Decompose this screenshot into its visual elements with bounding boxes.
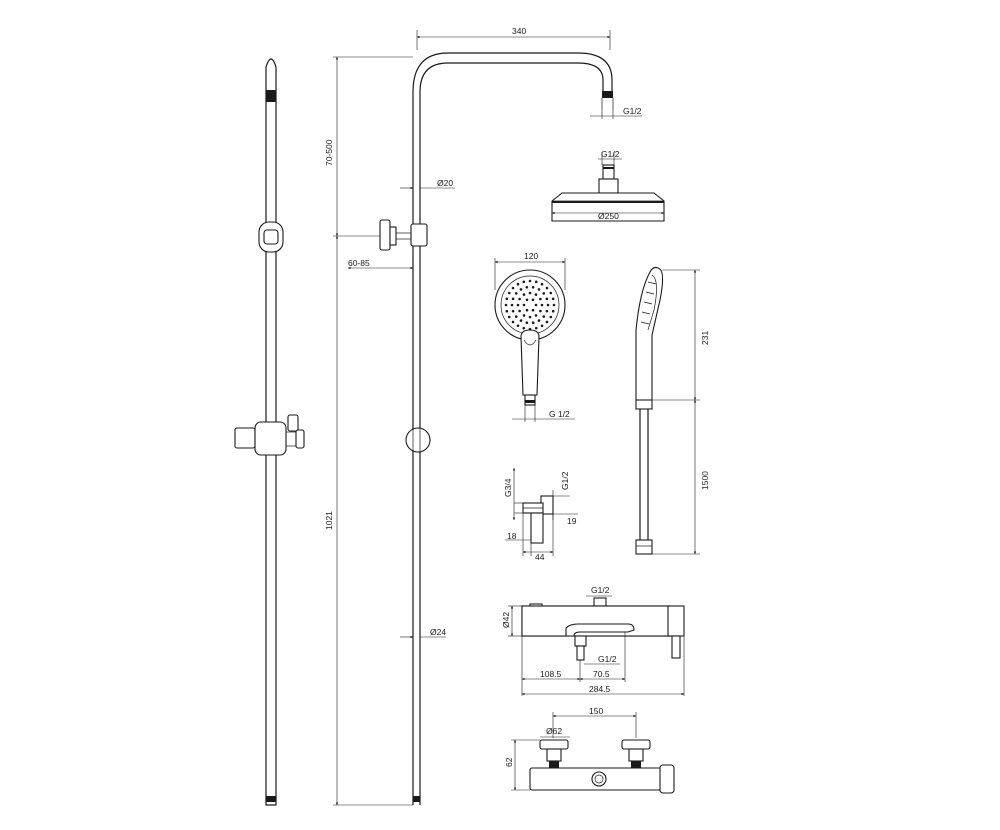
nozzle-dot — [549, 315, 553, 319]
shower-column-view: 340 70-500 1021 Ø20 60-85 Ø24 G1/2 — [324, 26, 642, 806]
nozzle-dot — [522, 326, 526, 330]
nozzle-dot — [522, 303, 526, 307]
dim-44: 44 — [535, 552, 545, 562]
dim-108-5: 108.5 — [540, 669, 562, 679]
wall-elbow-view: G3/4 G1/2 19 18 44 — [503, 467, 578, 562]
nozzle-dot — [525, 285, 529, 289]
nozzle-dot — [534, 314, 538, 317]
dim-1021: 1021 — [324, 511, 334, 530]
dim-70-5: 70.5 — [593, 669, 610, 679]
nozzle-dot — [504, 303, 508, 307]
nozzle-dot — [537, 319, 541, 322]
nozzle-dot — [522, 293, 526, 296]
nozzle-dot — [531, 285, 535, 289]
shower-head-view: G1/2 Ø250 — [551, 149, 665, 222]
dim-g12-mixer-bottom: G1/2 — [598, 654, 617, 664]
dim-g12-hand: G 1/2 — [549, 409, 570, 419]
hand-shower-side-view: 231 1500 — [635, 266, 710, 555]
nozzle-dot — [549, 291, 553, 295]
hand-shower-front-view: 120 G 1/2 — [494, 251, 575, 422]
nozzle-dot — [534, 303, 538, 307]
nozzle-dot — [518, 309, 521, 313]
nozzle-dot — [510, 303, 514, 307]
slide-rail-view — [234, 58, 305, 806]
nozzle-dot — [507, 315, 511, 319]
nozzle-dot — [516, 324, 520, 328]
dim-284-5: 284.5 — [589, 684, 611, 694]
dim-60-85: 60-85 — [348, 258, 370, 268]
nozzle-dot — [531, 321, 535, 325]
nozzle-dot — [528, 279, 532, 283]
nozzle-dot — [518, 297, 521, 301]
nozzle-dot — [522, 280, 526, 284]
nozzle-dot — [531, 308, 535, 312]
dim-d20: Ø20 — [437, 178, 453, 188]
dim-19: 19 — [567, 516, 577, 526]
nozzle-dot — [540, 324, 544, 328]
dim-g12-head: G1/2 — [623, 106, 642, 116]
nozzle-dot — [511, 320, 515, 324]
dim-340: 340 — [512, 26, 526, 36]
nozzle-dot — [545, 309, 549, 313]
nozzle-dot — [540, 282, 544, 286]
nozzle-dot — [511, 286, 515, 290]
dim-g12-mixer-top: G1/2 — [591, 585, 610, 595]
dim-1500: 1500 — [700, 471, 710, 490]
dim-70-500: 70-500 — [324, 139, 334, 166]
dim-120: 120 — [524, 251, 538, 261]
nozzle-dot — [545, 286, 549, 290]
dim-231: 231 — [700, 331, 710, 345]
dim-18: 18 — [507, 531, 517, 541]
nozzle-dot — [511, 309, 515, 313]
nozzle-dot — [516, 303, 520, 307]
nozzle-dot — [542, 315, 546, 318]
nozzle-dot — [528, 315, 532, 319]
nozzle-dot — [514, 315, 518, 318]
nozzle-dot — [511, 297, 515, 301]
dim-g34-elbow: G3/4 — [503, 478, 513, 497]
dim-d42: Ø42 — [501, 612, 511, 628]
nozzle-dot — [534, 293, 538, 296]
dim-g12-headview: G1/2 — [601, 149, 620, 159]
nozzle-dot — [534, 326, 538, 330]
nozzle-dot — [545, 320, 549, 324]
nozzle-dot — [534, 280, 538, 284]
nozzle-dot — [545, 297, 549, 301]
nozzle-dot — [531, 298, 535, 302]
nozzle-dot — [505, 309, 509, 313]
nozzle-dot — [552, 303, 556, 307]
nozzle-dot — [542, 292, 546, 295]
nozzle-dot — [519, 288, 523, 291]
nozzle-dot — [514, 292, 518, 295]
nozzle-dot — [537, 288, 541, 291]
nozzle-dot — [525, 308, 529, 312]
nozzle-dot — [551, 297, 555, 301]
dim-d62: Ø62 — [546, 726, 562, 736]
nozzle-dot — [525, 321, 529, 325]
nozzle-dot — [539, 297, 542, 301]
nozzle-dot — [505, 297, 509, 301]
nozzle-dot — [519, 319, 523, 322]
thermostatic-mixer-front-view: G1/2 Ø42 G1/2 108.5 70.5 284.5 — [501, 585, 685, 696]
nozzle-dot — [525, 298, 529, 302]
dim-d24: Ø24 — [430, 627, 446, 637]
nozzle-dot — [528, 291, 532, 295]
nozzle-dot — [551, 309, 555, 313]
nozzle-dot — [546, 303, 550, 307]
nozzle-dot — [540, 303, 544, 307]
dim-d250: Ø250 — [598, 211, 619, 221]
thermostatic-mixer-top-view: 150 Ø62 62 — [504, 706, 675, 794]
dim-62: 62 — [504, 757, 514, 767]
nozzle-dot — [539, 309, 542, 313]
nozzle-dot — [516, 282, 520, 286]
nozzle-pattern — [504, 279, 556, 331]
nozzle-dot — [507, 291, 511, 295]
nozzle-dot — [522, 314, 526, 317]
dim-150: 150 — [589, 706, 603, 716]
dim-g12-elbow: G1/2 — [560, 471, 570, 490]
